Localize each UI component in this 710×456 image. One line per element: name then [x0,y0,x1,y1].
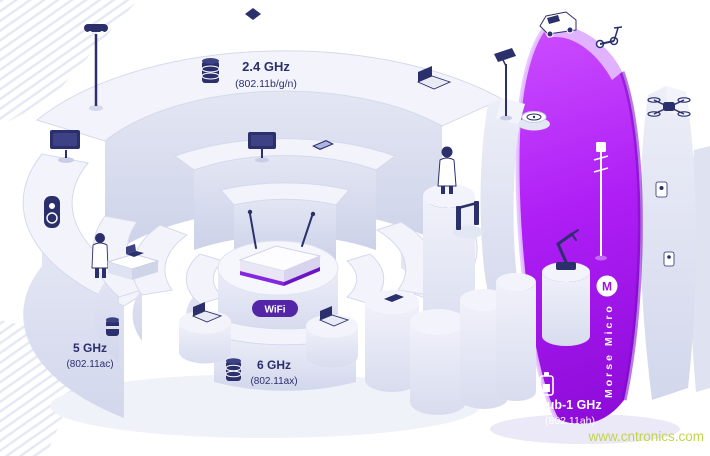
database-icon [225,358,242,381]
label-2-4ghz: 2.4 GHz (802.11b/g/n) [235,59,297,90]
wifi-badge: WiFi [252,300,298,317]
diamond-icon [245,8,261,20]
person-at-desk [91,233,160,280]
delivery-van-icon [539,11,577,38]
laptop-icon [318,306,350,327]
pedestal-cylinder [496,273,536,401]
b24-freq: 2.4 GHz [242,59,290,74]
sensor-icon [663,251,675,267]
b6-standard: (802.11ax) [250,376,297,387]
pedestal-cylinder [542,262,590,346]
b5-freq: 5 GHz [73,341,107,355]
sub1ghz-standard: (802.11ah) [545,415,595,427]
laptop-icon [191,302,223,323]
outer-right-arc-band [640,86,710,400]
b24-standard: (802.11b/g/n) [235,78,297,90]
smartphone-icon [312,140,334,150]
laptop-icon [416,66,452,90]
label-sub1ghz: Sub-1 GHz (802.11ah) [538,398,601,427]
cctv-camera-icon [494,48,516,121]
battery-icon [539,372,554,396]
antenna-mast-icon [593,142,609,261]
wifi-router-icon [238,209,322,286]
label-5ghz: 5 GHz (802.11ac) [66,341,113,370]
pedestal-cylinder [410,309,466,415]
drone-icon [647,97,691,117]
ring-arc [132,224,189,341]
monitor-icon [248,132,276,163]
wifi-badge-label: WiFi [264,305,285,316]
robot-arm-icon [556,229,579,270]
scooter-icon [595,26,623,49]
sensor-icon [655,181,668,198]
lamp-post-icon [84,24,108,111]
morse-micro-logo: M [596,275,618,297]
label-6ghz: 6 GHz (802.11ax) [250,358,297,387]
b6-freq: 6 GHz [257,358,291,372]
security-gate-icon [453,201,483,239]
jar-icon [106,317,119,336]
person-icon [437,146,457,194]
pedestal-cylinder [365,290,419,392]
person-icon [95,233,105,243]
speaker-icon [44,196,60,228]
robot-vacuum-icon [518,111,550,131]
b5-standard: (802.11ac) [66,359,113,370]
watermark: www.cntronics.com [587,429,704,444]
smartphone-icon [384,294,404,302]
server-stack-icon [201,58,220,83]
ground-shadow [50,374,680,444]
morse-micro-wordmark: Morse Micro [603,303,615,398]
sub1ghz-freq: Sub-1 GHz [538,398,601,412]
logo-letter: M [602,280,612,294]
tv-icon [50,130,80,163]
